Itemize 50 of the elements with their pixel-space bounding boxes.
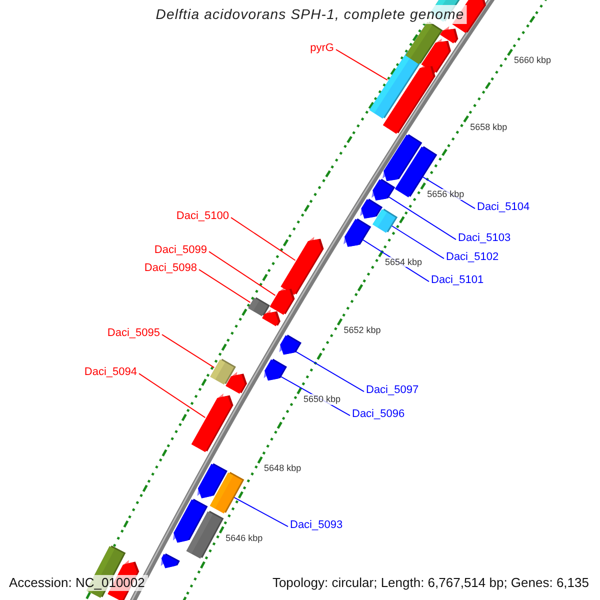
- leader-line: [162, 334, 215, 368]
- gene-label: Daci_5099: [154, 244, 207, 258]
- leader-line: [233, 496, 288, 528]
- leader-line: [230, 217, 296, 261]
- leader-line: [391, 225, 444, 260]
- gene-label: Daci_5103: [458, 232, 511, 246]
- gene-label: Daci_5095: [107, 327, 160, 340]
- gene-label: Daci_5100: [176, 210, 229, 224]
- gene-feature: [262, 309, 280, 326]
- gene-label: pyrG: [310, 42, 334, 56]
- gene-label: Daci_5102: [446, 251, 499, 264]
- gene-feature: [279, 334, 302, 355]
- gene-feature: [344, 218, 372, 247]
- gene-label: Daci_5097: [366, 384, 419, 398]
- gene-feature: [382, 134, 422, 182]
- gene-label: Daci_5096: [352, 408, 405, 422]
- footer-text: Accession: NC_010002: [6, 575, 148, 591]
- gene-feature: [191, 393, 234, 452]
- gene-feature: [197, 463, 228, 498]
- gene-label: Daci_5093: [290, 519, 343, 532]
- scale-label: 5652 kbp: [344, 324, 381, 336]
- leader-line: [138, 373, 206, 418]
- gene-feature: [421, 38, 451, 74]
- gene-feature: [160, 553, 180, 568]
- gene-feature: [270, 286, 295, 315]
- scale-label: 5648 kbp: [264, 463, 302, 474]
- gene-feature: [280, 236, 324, 295]
- gene-feature: [382, 64, 436, 134]
- scale-label: 5656 kbp: [427, 189, 464, 200]
- scale-label: 5660 kbp: [514, 55, 552, 66]
- leader-line: [388, 196, 456, 240]
- gene-feature: [360, 198, 383, 219]
- scale-label: 5654 kbp: [384, 256, 422, 268]
- gene-block: [186, 510, 224, 559]
- gene-label: Daci_5098: [144, 262, 197, 276]
- scale-label: 5650 kbp: [303, 394, 340, 404]
- leader-line: [295, 351, 364, 392]
- gene-label: Daci_5104: [477, 201, 530, 214]
- gene-label: Daci_5094: [84, 366, 137, 380]
- leader-line: [208, 251, 276, 296]
- gene-feature: [372, 178, 396, 200]
- gene-feature: [226, 372, 247, 394]
- gene-block: [248, 297, 270, 316]
- gene-feature: [440, 26, 458, 44]
- gene-label: Daci_5101: [431, 274, 484, 288]
- scale-label: 5658 kbp: [470, 122, 508, 133]
- scale-label: 5646 kbp: [226, 532, 263, 544]
- gene-feature: [264, 358, 287, 381]
- leader-line: [336, 49, 388, 81]
- leader-line: [198, 269, 251, 303]
